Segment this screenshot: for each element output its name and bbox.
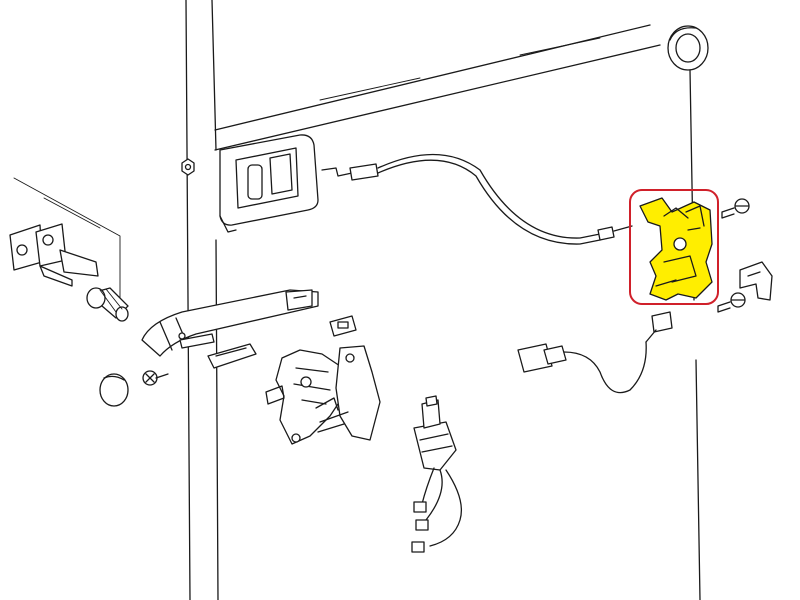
lock-cylinder	[86, 287, 129, 322]
outside-handle	[141, 289, 319, 357]
actuator-wiring	[411, 467, 463, 553]
key-cylinder-plates	[9, 177, 121, 301]
highlight-frame	[629, 189, 719, 305]
nut	[181, 158, 195, 176]
lock-bracket-highlight	[629, 189, 719, 305]
door-lock-mechanism	[265, 345, 381, 445]
inside-handle	[219, 134, 319, 233]
striker-bracket	[739, 261, 773, 301]
grommet	[667, 25, 709, 71]
wire-harness-connector	[517, 311, 673, 394]
door-panel-outline	[185, 0, 701, 600]
bolt-upper	[721, 198, 750, 219]
lock-actuator	[413, 395, 457, 471]
cap	[99, 373, 129, 407]
control-cable	[321, 153, 633, 245]
handle-gasket	[207, 343, 257, 369]
handle-pad	[329, 315, 357, 337]
screw	[142, 370, 169, 386]
bolt-lower	[717, 292, 746, 313]
